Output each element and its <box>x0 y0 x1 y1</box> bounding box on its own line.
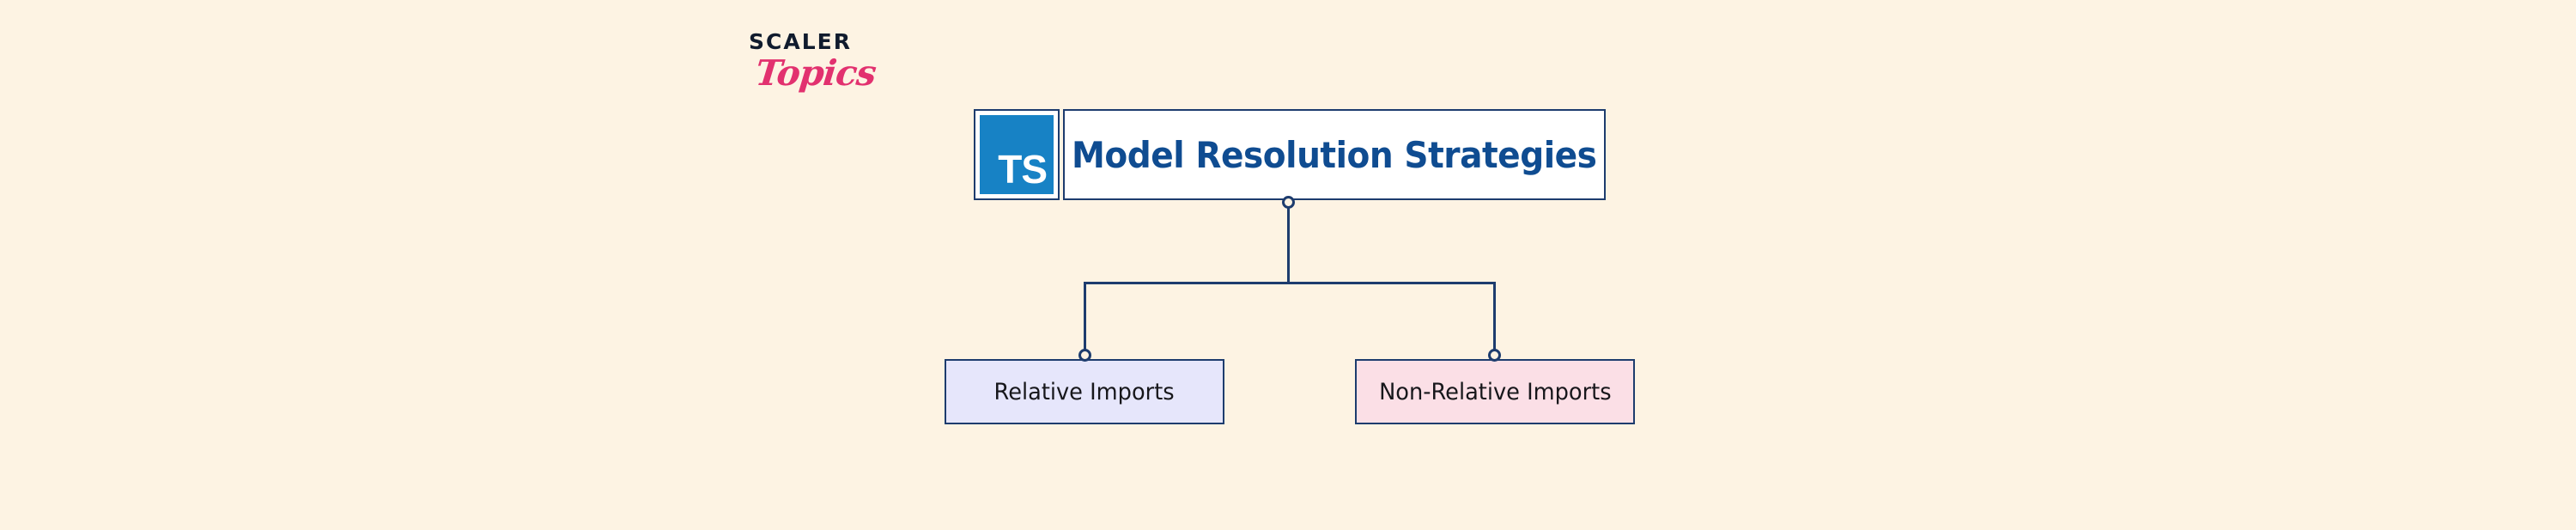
child-node-label: Non-Relative Imports <box>1378 378 1612 405</box>
typescript-square: TS <box>980 115 1054 194</box>
root-title-label: Model Resolution Strategies <box>1072 133 1597 176</box>
connector-drop-right <box>1493 282 1496 356</box>
connector-dot-root <box>1282 196 1295 209</box>
child-node-relative-imports: Relative Imports <box>945 359 1224 424</box>
scaler-topics-logo: SCALER Topics <box>749 31 886 112</box>
typescript-logo-label: TS <box>998 147 1048 192</box>
connector-drop-left <box>1084 282 1086 356</box>
connector-branch-bar <box>1084 282 1496 284</box>
logo-scaler-text: SCALER <box>749 29 852 54</box>
connector-trunk-line <box>1287 204 1290 283</box>
root-node: TS Model Resolution Strategies <box>974 109 1606 200</box>
root-title-box: Model Resolution Strategies <box>1063 109 1606 200</box>
connector-dot-left <box>1078 349 1091 362</box>
typescript-logo-icon: TS <box>974 109 1060 200</box>
connector-dot-right <box>1488 349 1501 362</box>
child-node-non-relative-imports: Non-Relative Imports <box>1355 359 1635 424</box>
child-node-label: Relative Imports <box>993 378 1176 405</box>
logo-topics-text: Topics <box>753 52 878 94</box>
